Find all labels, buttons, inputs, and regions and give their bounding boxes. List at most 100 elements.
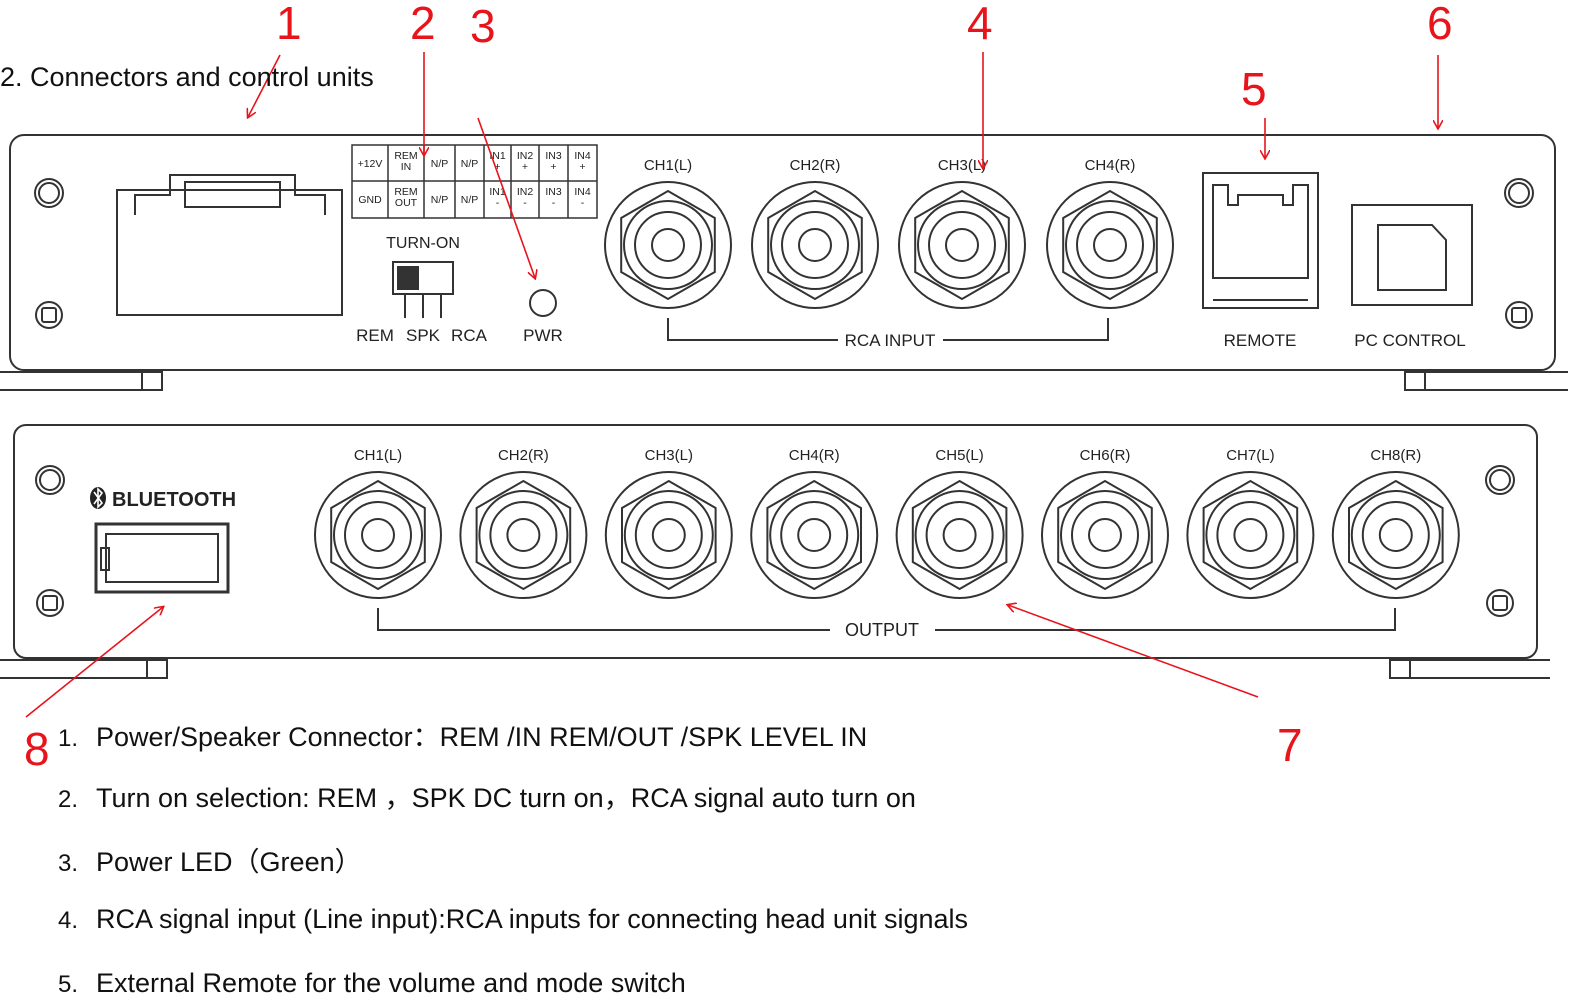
switch-label-rem: REM (356, 326, 394, 345)
legend-text: Power LED（Green） (96, 847, 362, 877)
terminal-label: IN4+ (574, 150, 591, 173)
screw-icon (36, 589, 64, 617)
rca-input-label: CH3(L) (938, 157, 986, 174)
power-speaker-connector (116, 174, 343, 316)
rca-output-group: CH1(L) CH2(R) CH3(L) CH4(R) CH5(L) CH6(R) CH7(… (314, 447, 1460, 599)
screw-icon (35, 301, 63, 329)
legend-text: External Remote for the volume and mode … (96, 968, 686, 998)
remote-jack (1202, 172, 1319, 309)
legend-text: Turn on selection: REM ，SPK DC turn on，R… (96, 783, 916, 813)
terminal-label: N/P (461, 194, 479, 206)
rca-output-label: CH1(L) (354, 447, 402, 464)
terminal-label: IN2+ (517, 150, 534, 173)
callout-number-2: 2 (410, 0, 436, 49)
output-label: OUTPUT (845, 620, 919, 640)
output-bracket (377, 608, 1396, 631)
callout-number-4: 4 (967, 0, 993, 49)
section-heading: 2. Connectors and control units (0, 62, 374, 92)
rca-output-jack-7 (1186, 471, 1315, 599)
terminal-label: N/P (431, 194, 449, 206)
terminal-label: GND (358, 194, 382, 206)
terminal-label: IN3- (545, 186, 562, 209)
rca-input-jack-1 (604, 181, 732, 309)
switch-label-rca: RCA (451, 326, 488, 345)
terminal-label: +12V (358, 158, 383, 170)
callout-arrow-3 (477, 117, 535, 278)
bluetooth-label: BLUETOOTH (112, 489, 236, 511)
callout-number-7: 7 (1277, 719, 1303, 771)
callout-number-8: 8 (24, 723, 50, 775)
screw-icon (1486, 589, 1514, 617)
callout-number-6: 6 (1427, 0, 1453, 49)
rca-output-label: CH7(L) (1226, 447, 1274, 464)
rca-input-label: CH1(L) (644, 157, 692, 174)
legend-number: 3. (58, 850, 79, 877)
rca-input-bracket (667, 318, 1109, 341)
rca-input-label: CH4(R) (1085, 157, 1136, 174)
terminal-block (351, 144, 598, 219)
turn-on-label: TURN-ON (386, 235, 460, 252)
legend-item-3: 3. Power LED（Green） (58, 840, 362, 879)
pc-control-port (1351, 204, 1473, 306)
screw-icon (1504, 178, 1534, 208)
terminal-label: IN2- (517, 186, 534, 209)
legend-item-4: 4. RCA signal input (Line input):RCA inpu… (58, 904, 968, 935)
pwr-label: PWR (523, 326, 563, 345)
terminal-label: IN3+ (545, 150, 562, 173)
screw-icon (34, 178, 64, 208)
legend-number: 1. (58, 725, 79, 752)
callout-number-5: 5 (1241, 63, 1267, 115)
terminal-label: IN1- (489, 186, 506, 209)
legend-item-2: 2. Turn on selection: REM ，SPK DC turn on… (58, 776, 916, 815)
terminal-label: N/P (431, 158, 449, 170)
bluetooth-icon (90, 487, 106, 509)
legend-text: RCA signal input (Line input):RCA inputs… (96, 904, 969, 934)
rca-output-jack-2 (459, 471, 588, 599)
legend-text: Power/Speaker Connector：REM /IN REM/OUT … (96, 722, 868, 752)
callout-arrow-7 (1008, 605, 1259, 698)
legend-item-5: 5. External Remote for the volume and mod… (58, 968, 686, 999)
rca-input-jack-4 (1046, 181, 1174, 309)
bluetooth-usb-port (94, 522, 230, 594)
legend-number: 2. (58, 786, 79, 813)
callout-arrow-8 (25, 607, 163, 718)
legend-number: 5. (58, 971, 79, 998)
rca-output-label: CH4(R) (789, 447, 840, 464)
screw-icon (35, 465, 65, 495)
callout-arrow-1 (248, 54, 281, 117)
switch-label-spk: SPK (406, 326, 441, 345)
rca-output-label: CH3(L) (645, 447, 693, 464)
rca-output-label: CH5(L) (935, 447, 983, 464)
rca-output-jack-6 (1041, 471, 1169, 599)
pc-control-label: PC CONTROL (1354, 331, 1465, 350)
callout-number-1: 1 (276, 0, 302, 49)
screw-icon (1505, 301, 1533, 329)
terminal-label: IN4- (574, 186, 591, 209)
top-panel (0, 134, 1568, 391)
rca-output-label: CH8(R) (1370, 447, 1421, 464)
rca-output-jack-4 (750, 471, 879, 599)
rca-output-jack-1 (314, 471, 442, 599)
power-led-icon (529, 289, 557, 317)
bottom-panel (0, 424, 1550, 679)
rca-output-label: CH6(R) (1080, 447, 1131, 464)
callout-number-3: 3 (470, 0, 496, 52)
rca-input-jack-2 (751, 181, 879, 309)
terminal-label: IN1+ (489, 150, 506, 173)
rca-output-label: CH2(R) (498, 447, 549, 464)
rca-input-group: CH1(L)CH2(R)CH3(L)CH4(R) (604, 157, 1174, 309)
remote-label: REMOTE (1224, 331, 1297, 350)
rca-input-jack-3 (898, 181, 1026, 309)
terminal-label: N/P (461, 158, 479, 170)
legend-item-1: 1. Power/Speaker Connector：REM /IN REM/OU… (58, 715, 867, 754)
rca-input-label: RCA INPUT (845, 331, 936, 350)
rca-output-jack-8 (1331, 471, 1460, 599)
rca-output-jack-5 (895, 471, 1024, 599)
screw-icon (1485, 465, 1515, 495)
turn-on-switch (392, 261, 454, 318)
legend-number: 4. (58, 907, 79, 934)
